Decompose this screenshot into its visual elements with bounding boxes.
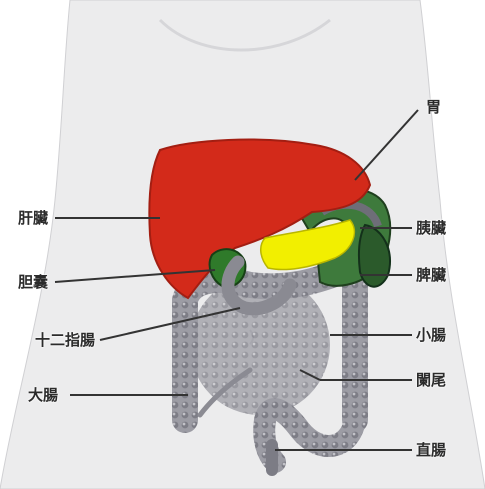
label-small-intestine: 小腸 xyxy=(416,326,446,344)
label-duodenum: 十二指腸 xyxy=(35,331,95,349)
label-spleen: 脾臟 xyxy=(416,266,446,284)
label-stomach: 胃 xyxy=(426,98,441,116)
label-appendix: 闌尾 xyxy=(416,371,446,389)
label-pancreas: 胰臟 xyxy=(416,219,446,237)
label-colon: 大腸 xyxy=(28,386,58,404)
label-gallbladder: 胆囊 xyxy=(18,273,48,291)
label-rectum: 直腸 xyxy=(416,441,446,459)
label-liver: 肝臟 xyxy=(18,209,48,227)
